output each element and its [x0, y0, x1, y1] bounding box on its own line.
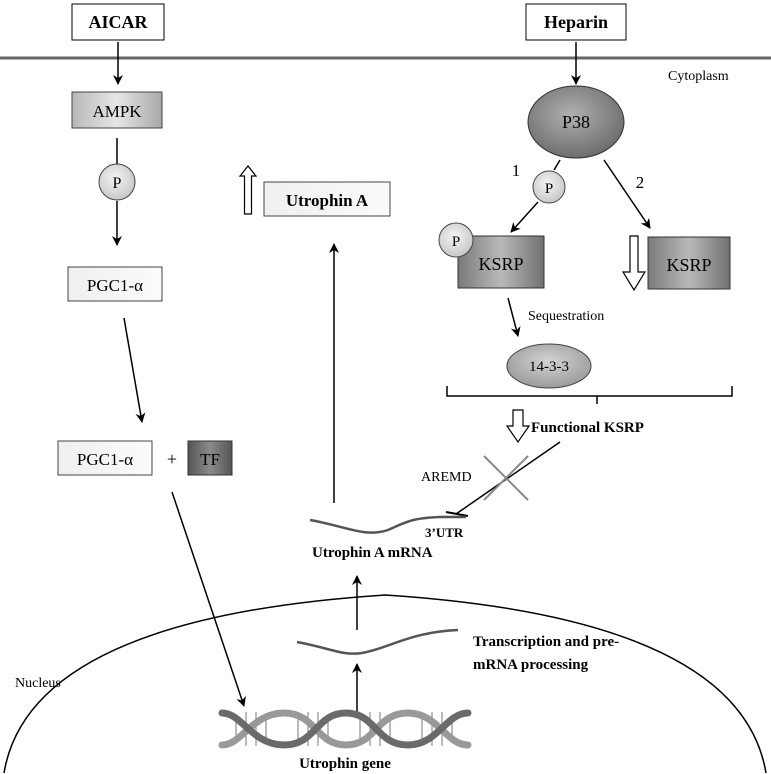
ksrp-phosphate-label: P	[452, 234, 460, 250]
nuclear-envelope	[3, 594, 767, 774]
heparin-box	[525, 3, 627, 41]
ampk-label: AMPK	[92, 102, 142, 121]
pgc1a-box	[67, 266, 163, 302]
tf-box	[187, 440, 233, 476]
transcription-label-line1: Transcription and pre-	[473, 634, 619, 650]
ampk-box	[71, 91, 163, 129]
phosphate-label-right: P	[545, 181, 553, 197]
pgc1a-complex-label: PGC1-α	[77, 450, 133, 469]
ksrp-decreased-box	[647, 236, 731, 290]
phosphate-circle-right	[532, 170, 566, 204]
arrow-p-ksrp	[510, 201, 539, 233]
functional-ksrp-label: Functional KSRP	[531, 420, 644, 436]
arrow-pgc1a-complex	[123, 317, 146, 423]
tf-label: TF	[200, 450, 220, 469]
utrophin-a-box	[263, 181, 391, 217]
up-arrow-icon	[238, 165, 258, 215]
aicar-label: AICAR	[88, 12, 148, 32]
cross-line-b	[483, 455, 529, 501]
pgc1a-label: PGC1-α	[87, 276, 143, 295]
pgc1a-complex-box	[57, 440, 153, 476]
transcription-label-line2: mRNA processing	[473, 657, 589, 673]
down-arrow-icon-ksrp	[621, 235, 647, 292]
phosphate-circle-left	[98, 163, 136, 201]
utr-label: 3’UTR	[425, 525, 464, 540]
inhibition-bar	[445, 511, 469, 517]
phosphate-label-left: P	[113, 175, 122, 192]
bracket	[446, 386, 733, 404]
p38-label: P38	[562, 112, 590, 132]
cytoplasm-label: Cytoplasm	[668, 69, 729, 84]
branch-2-label: 2	[636, 173, 645, 192]
inhibition-line	[455, 441, 561, 515]
sequestration-label: Sequestration	[528, 309, 604, 324]
branch-1-label: 1	[512, 161, 521, 180]
mrna-label: Utrophin A mRNA	[312, 545, 433, 561]
mrna-strand	[309, 515, 466, 534]
p38-circle	[527, 85, 625, 159]
utrophin-a-label: Utrophin A	[286, 191, 369, 210]
plus-sign: +	[167, 449, 177, 469]
arrow-p38-ksrp-decreased	[603, 159, 651, 229]
dna-helix-icon	[218, 709, 472, 749]
heparin-label: Heparin	[544, 12, 608, 32]
pre-mrna-strand	[296, 628, 459, 655]
arrow-ksrp-1433	[507, 297, 521, 337]
aicar-box	[71, 3, 165, 41]
gene-label: Utrophin gene	[299, 756, 391, 772]
arrow-complex-gene	[171, 491, 246, 707]
nucleus-label: Nucleus	[15, 676, 61, 691]
ksrp-phosphate-circle	[438, 222, 474, 258]
ksrp-phospho-label: KSRP	[478, 254, 523, 274]
line-p38-p	[553, 159, 561, 171]
aremd-label: AREMD	[421, 470, 472, 485]
down-arrow-icon-functional-ksrp	[505, 409, 531, 444]
protein-1433-label: 14-3-3	[529, 359, 569, 375]
ksrp-decreased-label: KSRP	[666, 255, 711, 275]
protein-1433-ellipse	[506, 343, 592, 389]
